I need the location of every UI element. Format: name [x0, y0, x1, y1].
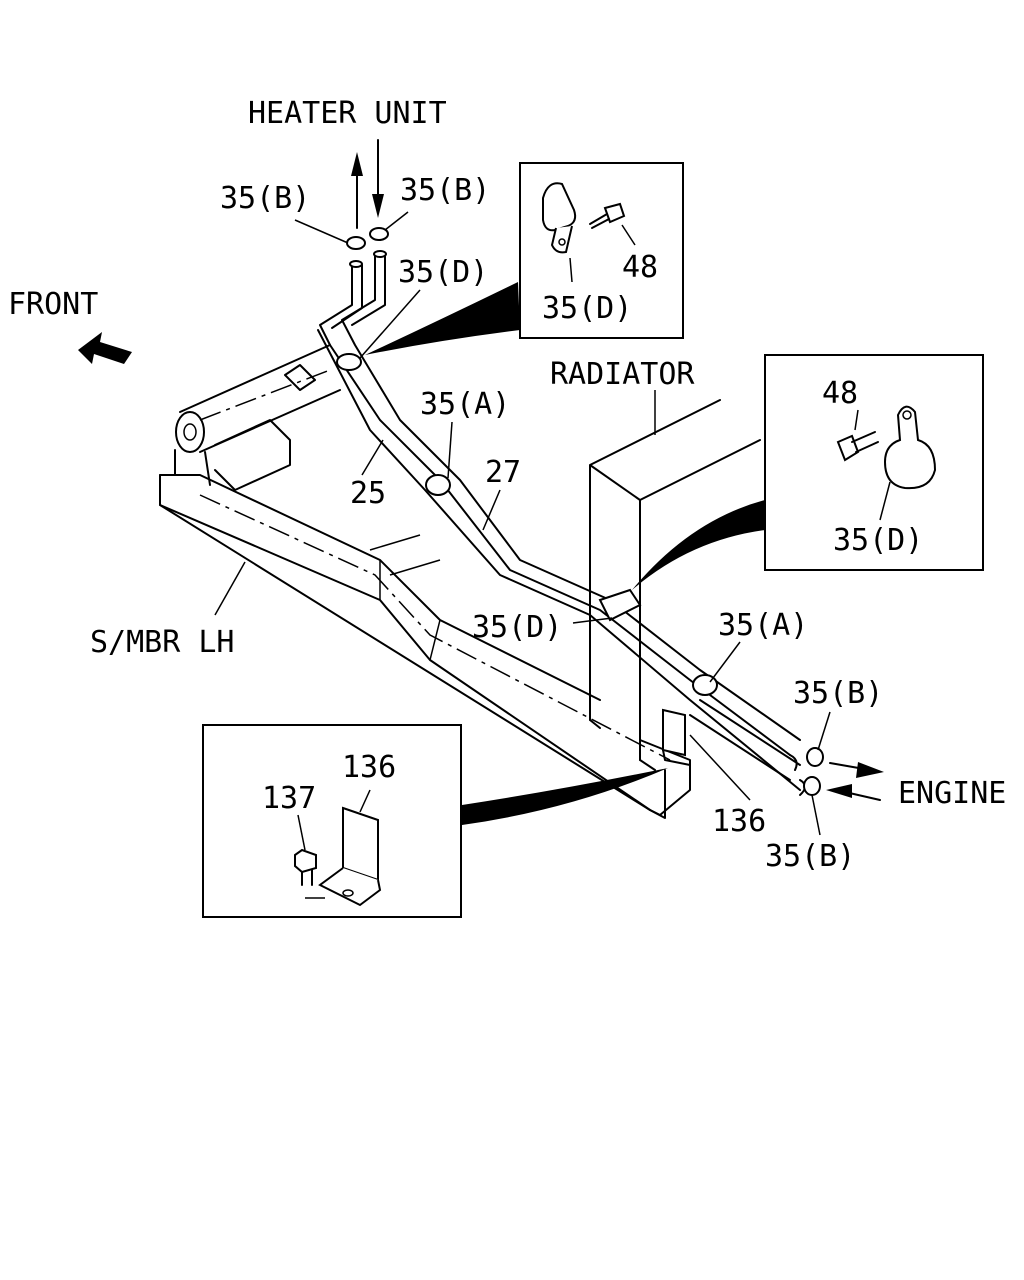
inset-right-clip-icon	[883, 405, 937, 490]
front-label: FRONT	[8, 287, 98, 322]
callout-hose-27: 27	[485, 455, 521, 490]
leader-lines	[214, 211, 831, 836]
clamp-b-top-right	[369, 227, 389, 241]
clamps	[336, 227, 824, 796]
inset-bottom-bolt-label: 137	[262, 781, 316, 816]
engine-label: ENGINE	[898, 776, 1006, 811]
callout-clamp-b-engine-lower: 35(B)	[765, 839, 855, 874]
inset-right-clip-label: 35(D)	[833, 523, 923, 558]
sidemember-label: S/MBR LH	[90, 625, 235, 660]
inset-top	[519, 162, 684, 339]
clamp-b-top-left	[346, 236, 366, 250]
inset-top-clip-label: 35(D)	[542, 291, 632, 326]
side-member-frame	[159, 474, 691, 819]
callout-hose-25: 25	[350, 476, 386, 511]
inset-bottom	[202, 724, 462, 918]
inset-bottom-pointer	[462, 768, 668, 825]
bracket-136-on-frame	[662, 708, 691, 766]
cross-tube	[174, 344, 341, 491]
callout-clamp-b-top-right: 35(B)	[400, 173, 490, 208]
inset-right-bolt-label: 48	[822, 376, 858, 411]
inset-top-bolt-label: 48	[622, 250, 658, 285]
inset-top-pointer	[365, 282, 520, 355]
callout-clamp-b-engine-upper: 35(B)	[793, 676, 883, 711]
callout-clamp-a-lower: 35(A)	[718, 608, 808, 643]
inset-top-bolt-icon	[603, 202, 626, 224]
flow-arrows	[351, 139, 884, 801]
inset-right-pointer	[632, 500, 765, 590]
clamp-b-engine-lower	[803, 776, 821, 796]
clamp-b-engine-upper	[806, 747, 824, 767]
inset-bottom-bracket-icon	[342, 806, 379, 882]
inset-bottom-bolt-icon	[294, 848, 317, 874]
callout-clip-d-mid: 35(D)	[472, 610, 562, 645]
inset-bottom-bracket-label: 136	[342, 750, 396, 785]
callout-clamp-b-top-left: 35(B)	[220, 181, 310, 216]
clip-d-mid	[598, 588, 642, 622]
clip-d-top	[336, 353, 362, 371]
callout-clamp-a-upper: 35(A)	[420, 387, 510, 422]
radiator-label: RADIATOR	[550, 357, 695, 392]
inset-right	[764, 354, 984, 571]
front-arrow-icon	[78, 332, 132, 364]
inset-top-clip-icon	[542, 182, 577, 232]
callout-clip-d-top: 35(D)	[398, 255, 488, 290]
callout-bracket-136: 136	[712, 804, 766, 839]
clamp-a-upper	[425, 474, 451, 496]
heater-hoses	[317, 250, 806, 796]
heater-unit-label: HEATER UNIT	[248, 96, 447, 131]
